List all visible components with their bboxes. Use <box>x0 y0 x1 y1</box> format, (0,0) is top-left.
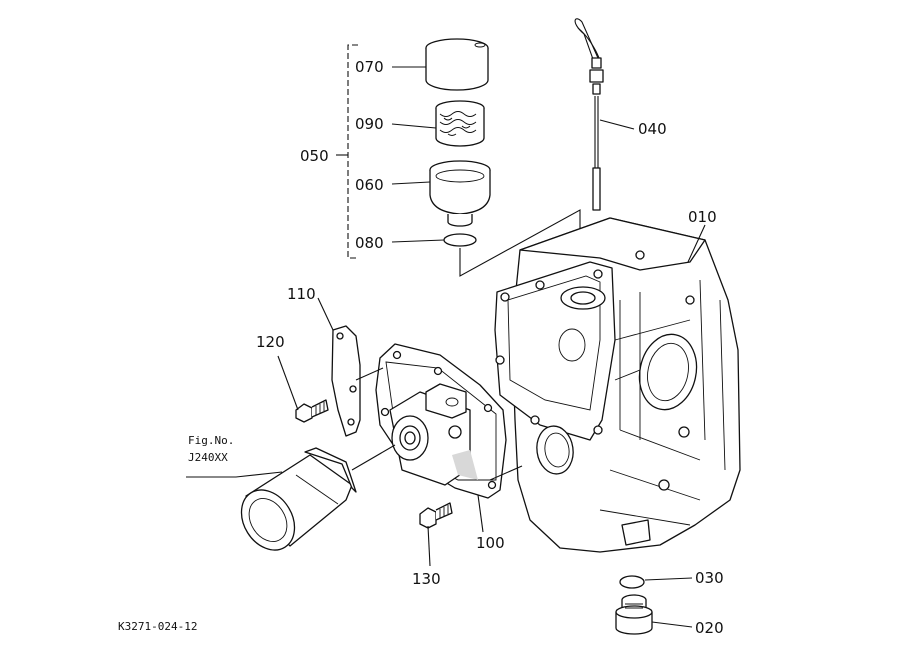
part-090-filter-element <box>435 100 485 147</box>
label-060: 060 <box>355 176 384 194</box>
label-040: 040 <box>638 120 667 138</box>
leader-lines <box>186 66 706 628</box>
group-050-bracket <box>336 44 358 259</box>
label-100: 100 <box>476 534 505 552</box>
label-120: 120 <box>256 333 285 351</box>
label-030: 030 <box>695 569 724 587</box>
label-020: 020 <box>695 619 724 637</box>
part-110-bracket-plate <box>331 325 361 437</box>
label-130: 130 <box>412 570 441 588</box>
part-020-drain-plug <box>615 594 653 635</box>
part-030-washer <box>619 575 645 589</box>
part-130-bolt <box>419 502 453 529</box>
fig-ref-number: J240XX <box>188 451 228 464</box>
fig-ref-label: Fig.No. <box>188 434 234 447</box>
part-060-strainer-cup <box>429 160 491 227</box>
label-070: 070 <box>355 58 384 76</box>
part-120-bolt <box>295 399 329 423</box>
label-090: 090 <box>355 115 384 133</box>
label-110: 110 <box>287 285 316 303</box>
part-070-cap <box>425 38 489 91</box>
drawing-code: K3271-024-12 <box>118 620 197 633</box>
part-010-transmission-housing <box>494 217 741 553</box>
oil-filter-cartridge <box>240 447 357 551</box>
part-080-o-ring <box>443 233 477 247</box>
label-050: 050 <box>300 147 329 165</box>
part-100-filter-base-cover <box>375 343 507 499</box>
label-010: 010 <box>688 208 717 226</box>
part-040-dipstick <box>574 18 604 211</box>
label-080: 080 <box>355 234 384 252</box>
